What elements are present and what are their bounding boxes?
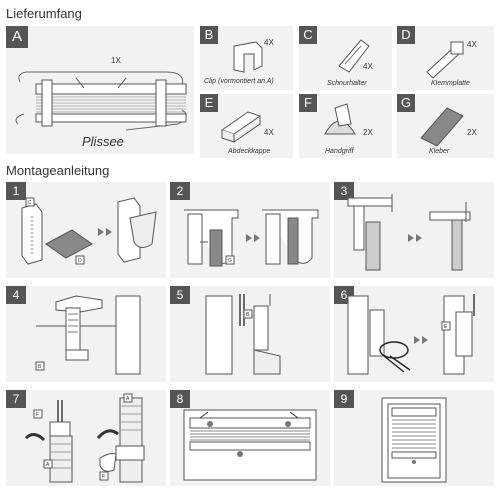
step-1-callout-d: D <box>78 258 82 264</box>
handle-icon <box>324 103 356 135</box>
step-5-badge: 5 <box>170 286 190 304</box>
step-2-callout-g: G <box>228 258 232 264</box>
step-8-illustration <box>183 409 317 481</box>
step-8-badge: 8 <box>170 390 190 408</box>
step-8-panel: 8 <box>170 390 330 486</box>
step-5-callout-b: B <box>246 312 250 318</box>
cover-cap-icon <box>220 111 262 143</box>
item-a-quantity: 1X <box>111 56 121 65</box>
step-7-callout-f2: F <box>102 474 105 480</box>
item-d-caption: Klemmplatte <box>431 80 470 87</box>
clamp-plate-icon <box>426 41 464 79</box>
item-d-badge: D <box>397 26 415 44</box>
step-6-callout-e: E <box>444 324 448 330</box>
step-5-panel: 5 B <box>170 286 330 382</box>
step-1-illustration: C D <box>21 197 157 265</box>
item-b-panel: B 4X Clip (vormontiert an A) <box>200 26 293 90</box>
item-g-panel: G 2X Kleber <box>397 94 494 158</box>
plissee-illustration <box>15 71 187 131</box>
item-c-caption: Schnurhalter <box>327 80 367 87</box>
step-7-illustration: F A F A <box>24 393 145 483</box>
step-9-badge: 9 <box>334 390 354 408</box>
adhesive-icon <box>420 107 464 147</box>
step-2-badge: 2 <box>170 182 190 200</box>
item-f-quantity: 2X <box>363 128 373 137</box>
item-e-caption: Abdeckkappe <box>228 148 271 155</box>
item-a-caption: Plissee <box>82 134 124 149</box>
item-b-quantity: 4X <box>264 38 274 47</box>
step-5-illustration: B <box>205 294 281 375</box>
step-1-badge: 1 <box>6 182 26 200</box>
item-e-quantity: 4X <box>264 128 274 137</box>
item-f-caption: Handgriff <box>325 148 354 155</box>
step-4-panel: 4 B <box>6 286 166 382</box>
step-7-badge: 7 <box>6 390 26 408</box>
step-7-callout-a2: A <box>126 396 130 402</box>
step-7-callout-f1: F <box>36 412 39 418</box>
item-g-caption: Kleber <box>429 148 450 155</box>
step-2-panel: 2 G <box>170 182 330 278</box>
item-f-badge: F <box>299 94 317 112</box>
item-c-badge: C <box>299 26 317 44</box>
item-g-quantity: 2X <box>467 128 477 137</box>
item-g-badge: G <box>397 94 415 112</box>
item-f-panel: F 2X Handgriff <box>299 94 392 158</box>
item-e-badge: E <box>200 94 218 112</box>
step-9-illustration <box>381 397 447 483</box>
step-3-panel: 3 <box>334 182 494 278</box>
item-a-badge: A <box>6 26 28 48</box>
clip-icon <box>233 41 263 73</box>
step-3-badge: 3 <box>334 182 354 200</box>
step-6-panel: 6 E <box>334 286 494 382</box>
lieferumfang-title: Lieferumfang <box>6 6 82 21</box>
cord-holder-icon <box>338 39 370 73</box>
step-7-panel: 7 F A F A <box>6 390 166 486</box>
item-e-panel: E 4X Abdeckkappe <box>200 94 293 158</box>
step-4-callout-b: B <box>38 364 42 370</box>
item-b-badge: B <box>200 26 218 44</box>
step-1-panel: 1 C D <box>6 182 166 278</box>
item-c-panel: C 4X Schnurhalter <box>299 26 392 90</box>
step-3-illustration <box>347 194 471 271</box>
step-4-badge: 4 <box>6 286 26 304</box>
step-2-illustration: G <box>184 209 319 267</box>
item-b-caption: Clip (vormontiert an A) <box>204 78 274 85</box>
step-7-callout-a1: A <box>46 462 50 468</box>
item-d-quantity: 4X <box>467 40 477 49</box>
step-4-illustration: B <box>35 295 141 375</box>
step-6-illustration: E <box>347 294 475 375</box>
step-1-callout-c: C <box>28 200 32 206</box>
item-d-panel: D 4X Klemmplatte <box>397 26 494 90</box>
step-9-panel: 9 <box>334 390 494 486</box>
montage-title: Montageanleitung <box>6 163 110 178</box>
item-a-panel: A 1X Plissee <box>6 26 194 154</box>
item-c-quantity: 4X <box>363 62 373 71</box>
